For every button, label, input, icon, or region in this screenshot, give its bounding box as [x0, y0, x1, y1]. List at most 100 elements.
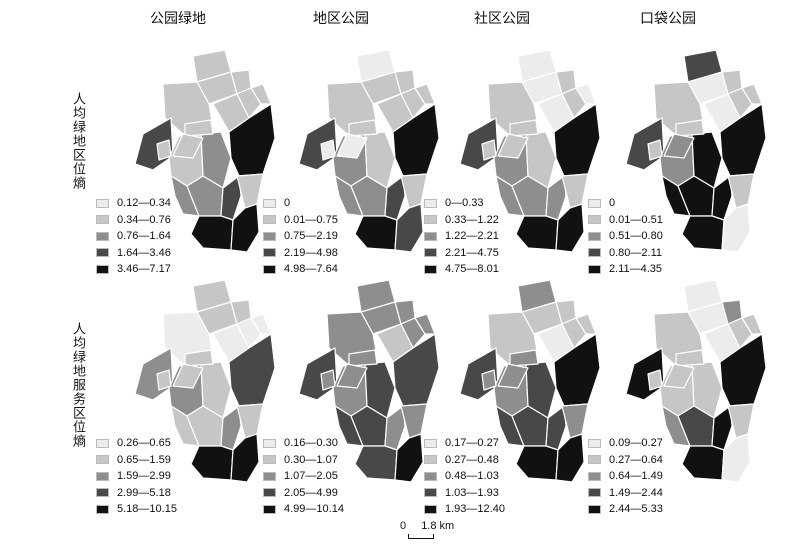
- region-16: [561, 173, 589, 209]
- legend-item: 2.19—4.98: [263, 245, 338, 262]
- region-11: [170, 405, 200, 447]
- map-svg-r1-c3: [625, 279, 767, 483]
- legend-item: 0.51—0.80: [588, 228, 663, 245]
- region-14: [348, 349, 378, 367]
- legend-item: 1.22—2.21: [424, 228, 499, 245]
- legend-label: 4.99—10.14: [284, 503, 344, 516]
- scale-distance: 1.8 km: [421, 520, 455, 532]
- legend-label: 0: [609, 197, 616, 210]
- map-svg-r1-c1: [298, 279, 440, 483]
- map-svg-r0-c3: [625, 49, 767, 253]
- legend-label: 0.27—0.64: [609, 453, 663, 466]
- legend-label: 0.65—1.59: [117, 453, 171, 466]
- region-19: [394, 433, 424, 483]
- map-svg-r1-c0: [134, 279, 276, 483]
- legend-swatch: [96, 231, 109, 241]
- region-8: [719, 103, 767, 177]
- legend-item: 1.59—2.99: [96, 468, 177, 485]
- map-r0-c1: [277, 48, 447, 253]
- legend-label: 0.12—0.34: [117, 197, 171, 210]
- legend-swatch: [263, 215, 276, 225]
- region-13: [384, 405, 406, 451]
- legend-swatch: [424, 438, 437, 448]
- map-svg-r1-c2: [459, 279, 601, 483]
- region-19: [721, 203, 751, 253]
- legend-label: 0.01—0.51: [609, 213, 663, 226]
- legend-swatch: [588, 438, 601, 448]
- region-14: [509, 349, 539, 367]
- region-18: [190, 445, 234, 481]
- region-10: [691, 131, 723, 189]
- legend-swatch: [424, 248, 437, 258]
- region-11: [661, 405, 691, 447]
- legend-item: 0: [263, 195, 338, 212]
- legend-item: 5.18—10.15: [96, 501, 177, 518]
- legend-label: 0.80—2.11: [609, 246, 663, 259]
- legend-label: 0: [284, 197, 291, 210]
- legend-label: 2.99—5.18: [117, 486, 171, 499]
- legend-label: 1.49—2.44: [609, 486, 663, 499]
- legend-label: 0.17—0.27: [445, 437, 499, 450]
- map-svg-r0-c1: [298, 49, 440, 253]
- legend-label: 0.64—1.49: [609, 470, 663, 483]
- legend-label: 0.34—0.76: [117, 213, 171, 226]
- region-16: [400, 403, 428, 439]
- region-15: [336, 133, 368, 159]
- column-title-1: 地区公园: [313, 11, 369, 27]
- map-svg-r0-c0: [134, 49, 276, 253]
- legend-label: 2.19—4.98: [284, 246, 338, 259]
- region-6: [487, 311, 539, 365]
- region-6: [653, 81, 705, 135]
- region-13: [220, 405, 242, 451]
- legend-label: 2.11—4.35: [609, 263, 663, 276]
- legend-swatch: [96, 488, 109, 498]
- region-19: [555, 433, 585, 483]
- region-14: [509, 119, 539, 137]
- legend-swatch: [263, 231, 276, 241]
- legend-label: 0.33—1.22: [445, 213, 499, 226]
- region-17: [320, 369, 336, 391]
- legend-swatch: [263, 455, 276, 465]
- region-10: [525, 131, 557, 189]
- legend-label: 2.05—4.99: [284, 486, 338, 499]
- legend-swatch: [96, 438, 109, 448]
- legend-label: 0.01—0.75: [284, 213, 338, 226]
- region-6: [326, 81, 378, 135]
- region-8: [392, 333, 440, 407]
- legend-label: 0.27—0.48: [445, 453, 499, 466]
- legend-item: 4.99—10.14: [263, 501, 344, 518]
- region-10: [200, 131, 232, 189]
- legend-item: 2.05—4.99: [263, 485, 344, 502]
- legend-item: 0.17—0.27: [424, 435, 505, 452]
- region-19: [230, 203, 260, 253]
- legend-r0-c1: 0 0.01—0.75 0.75—2.19 2.19—4.98 4.98—7.64: [263, 195, 338, 278]
- region-6: [653, 311, 705, 365]
- map-r1-c1: [277, 278, 447, 483]
- legend-swatch: [588, 215, 601, 225]
- region-19: [555, 203, 585, 253]
- legend-item: 1.64—3.46: [96, 245, 171, 262]
- legend-item: 0.26—0.65: [96, 435, 177, 452]
- region-8: [228, 103, 276, 177]
- region-6: [326, 311, 378, 365]
- legend-item: 3.46—7.17: [96, 261, 171, 278]
- region-13: [220, 175, 242, 221]
- region-11: [495, 405, 525, 447]
- legend-item: 0.33—1.22: [424, 212, 499, 229]
- legend-label: 4.98—7.64: [284, 263, 338, 276]
- region-6: [162, 311, 214, 365]
- region-15: [663, 363, 695, 389]
- map-svg-r0-c2: [459, 49, 601, 253]
- legend-swatch: [263, 488, 276, 498]
- legend-item: 2.11—4.35: [588, 261, 663, 278]
- legend-swatch: [96, 215, 109, 225]
- legend-label: 0.75—2.19: [284, 230, 338, 243]
- region-19: [394, 203, 424, 253]
- region-10: [691, 361, 723, 419]
- legend-label: 0.30—1.07: [284, 453, 338, 466]
- region-17: [481, 369, 497, 391]
- region-14: [184, 119, 214, 137]
- legend-label: 1.03—1.93: [445, 486, 499, 499]
